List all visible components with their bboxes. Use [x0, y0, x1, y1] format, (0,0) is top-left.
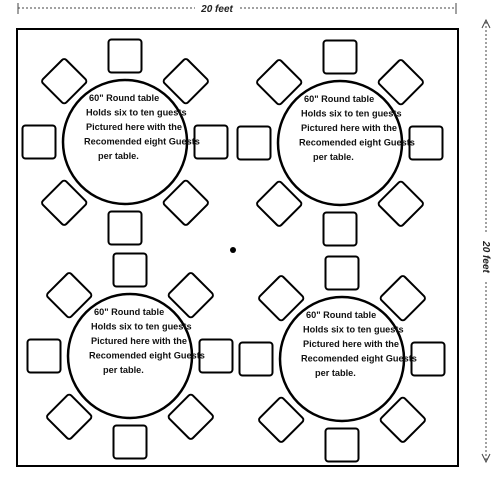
height-dimension-label: 20 feet [480, 240, 491, 273]
table-label-line: Recomended eight Guests [299, 138, 415, 148]
chair [21, 124, 57, 160]
chair [258, 275, 305, 322]
table-top [66, 292, 194, 420]
table-label-line: Holds six to ten guests [301, 109, 402, 119]
height-dimension: 20 feet [480, 18, 491, 464]
table-label-line: 60" Round table [306, 310, 376, 320]
chair [112, 424, 148, 460]
chair [379, 275, 426, 322]
chair [162, 179, 209, 226]
table-label-line: Recomended eight Guests [84, 137, 200, 147]
table-label-line: 60" Round table [304, 94, 374, 104]
chair [377, 59, 424, 106]
table-label-line: per table. [313, 152, 354, 162]
table-label-line: Pictured here with the [303, 339, 399, 349]
chair [236, 125, 272, 161]
chair [193, 124, 229, 160]
chair [107, 210, 143, 246]
table-label-line: 60" Round table [89, 93, 159, 103]
chair [256, 180, 303, 227]
width-dimension: 20 feet [17, 3, 457, 15]
chair [379, 396, 426, 443]
table-label-line: Holds six to ten guests [86, 108, 187, 118]
table-label-line: Holds six to ten guests [91, 322, 192, 332]
chair [112, 252, 148, 288]
chair [256, 59, 303, 106]
table-label-line: Pictured here with the [301, 123, 397, 133]
chair [198, 338, 234, 374]
chair [41, 179, 88, 226]
chair [324, 427, 360, 463]
table-top [278, 295, 406, 423]
chair [324, 255, 360, 291]
table-label-line: Holds six to ten guests [303, 325, 404, 335]
table-label-line: per table. [315, 368, 356, 378]
table-label-line: per table. [98, 151, 139, 161]
table-label-line: Pictured here with the [91, 336, 187, 346]
chair [258, 396, 305, 443]
table-label-line: Pictured here with the [86, 122, 182, 132]
table-label-line: Recomended eight Guests [89, 351, 205, 361]
chair [167, 393, 214, 440]
chair [377, 180, 424, 227]
table-top [61, 78, 189, 206]
table-top [276, 79, 404, 207]
chair [322, 211, 358, 247]
table-label-line: 60" Round table [94, 307, 164, 317]
chair [162, 58, 209, 105]
chair [322, 39, 358, 75]
room-boundary [16, 28, 459, 467]
chair [26, 338, 62, 374]
chair [107, 38, 143, 74]
chair [46, 272, 93, 319]
chair [167, 272, 214, 319]
center-marker [230, 247, 236, 253]
chair [238, 341, 274, 377]
width-dimension-label: 20 feet [200, 4, 233, 15]
table-label-line: Recomended eight Guests [301, 354, 417, 364]
chair [408, 125, 444, 161]
chair [41, 58, 88, 105]
table-label-line: per table. [103, 365, 144, 375]
chair [46, 393, 93, 440]
chair [410, 341, 446, 377]
